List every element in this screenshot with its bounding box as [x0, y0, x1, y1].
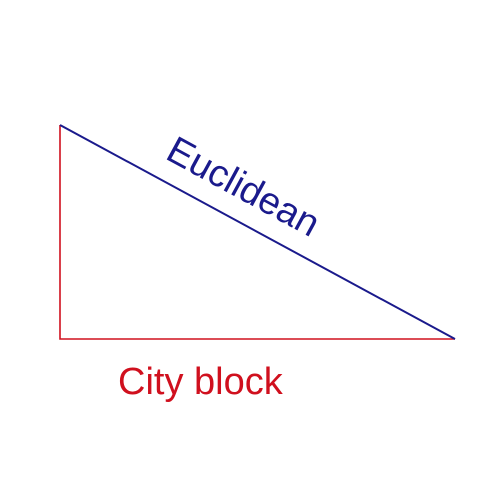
euclidean-label: Euclidean: [160, 129, 327, 246]
city-block-label: City block: [118, 361, 284, 403]
city-block-path: [59, 125, 455, 340]
euclidean-path: [59, 124, 456, 340]
